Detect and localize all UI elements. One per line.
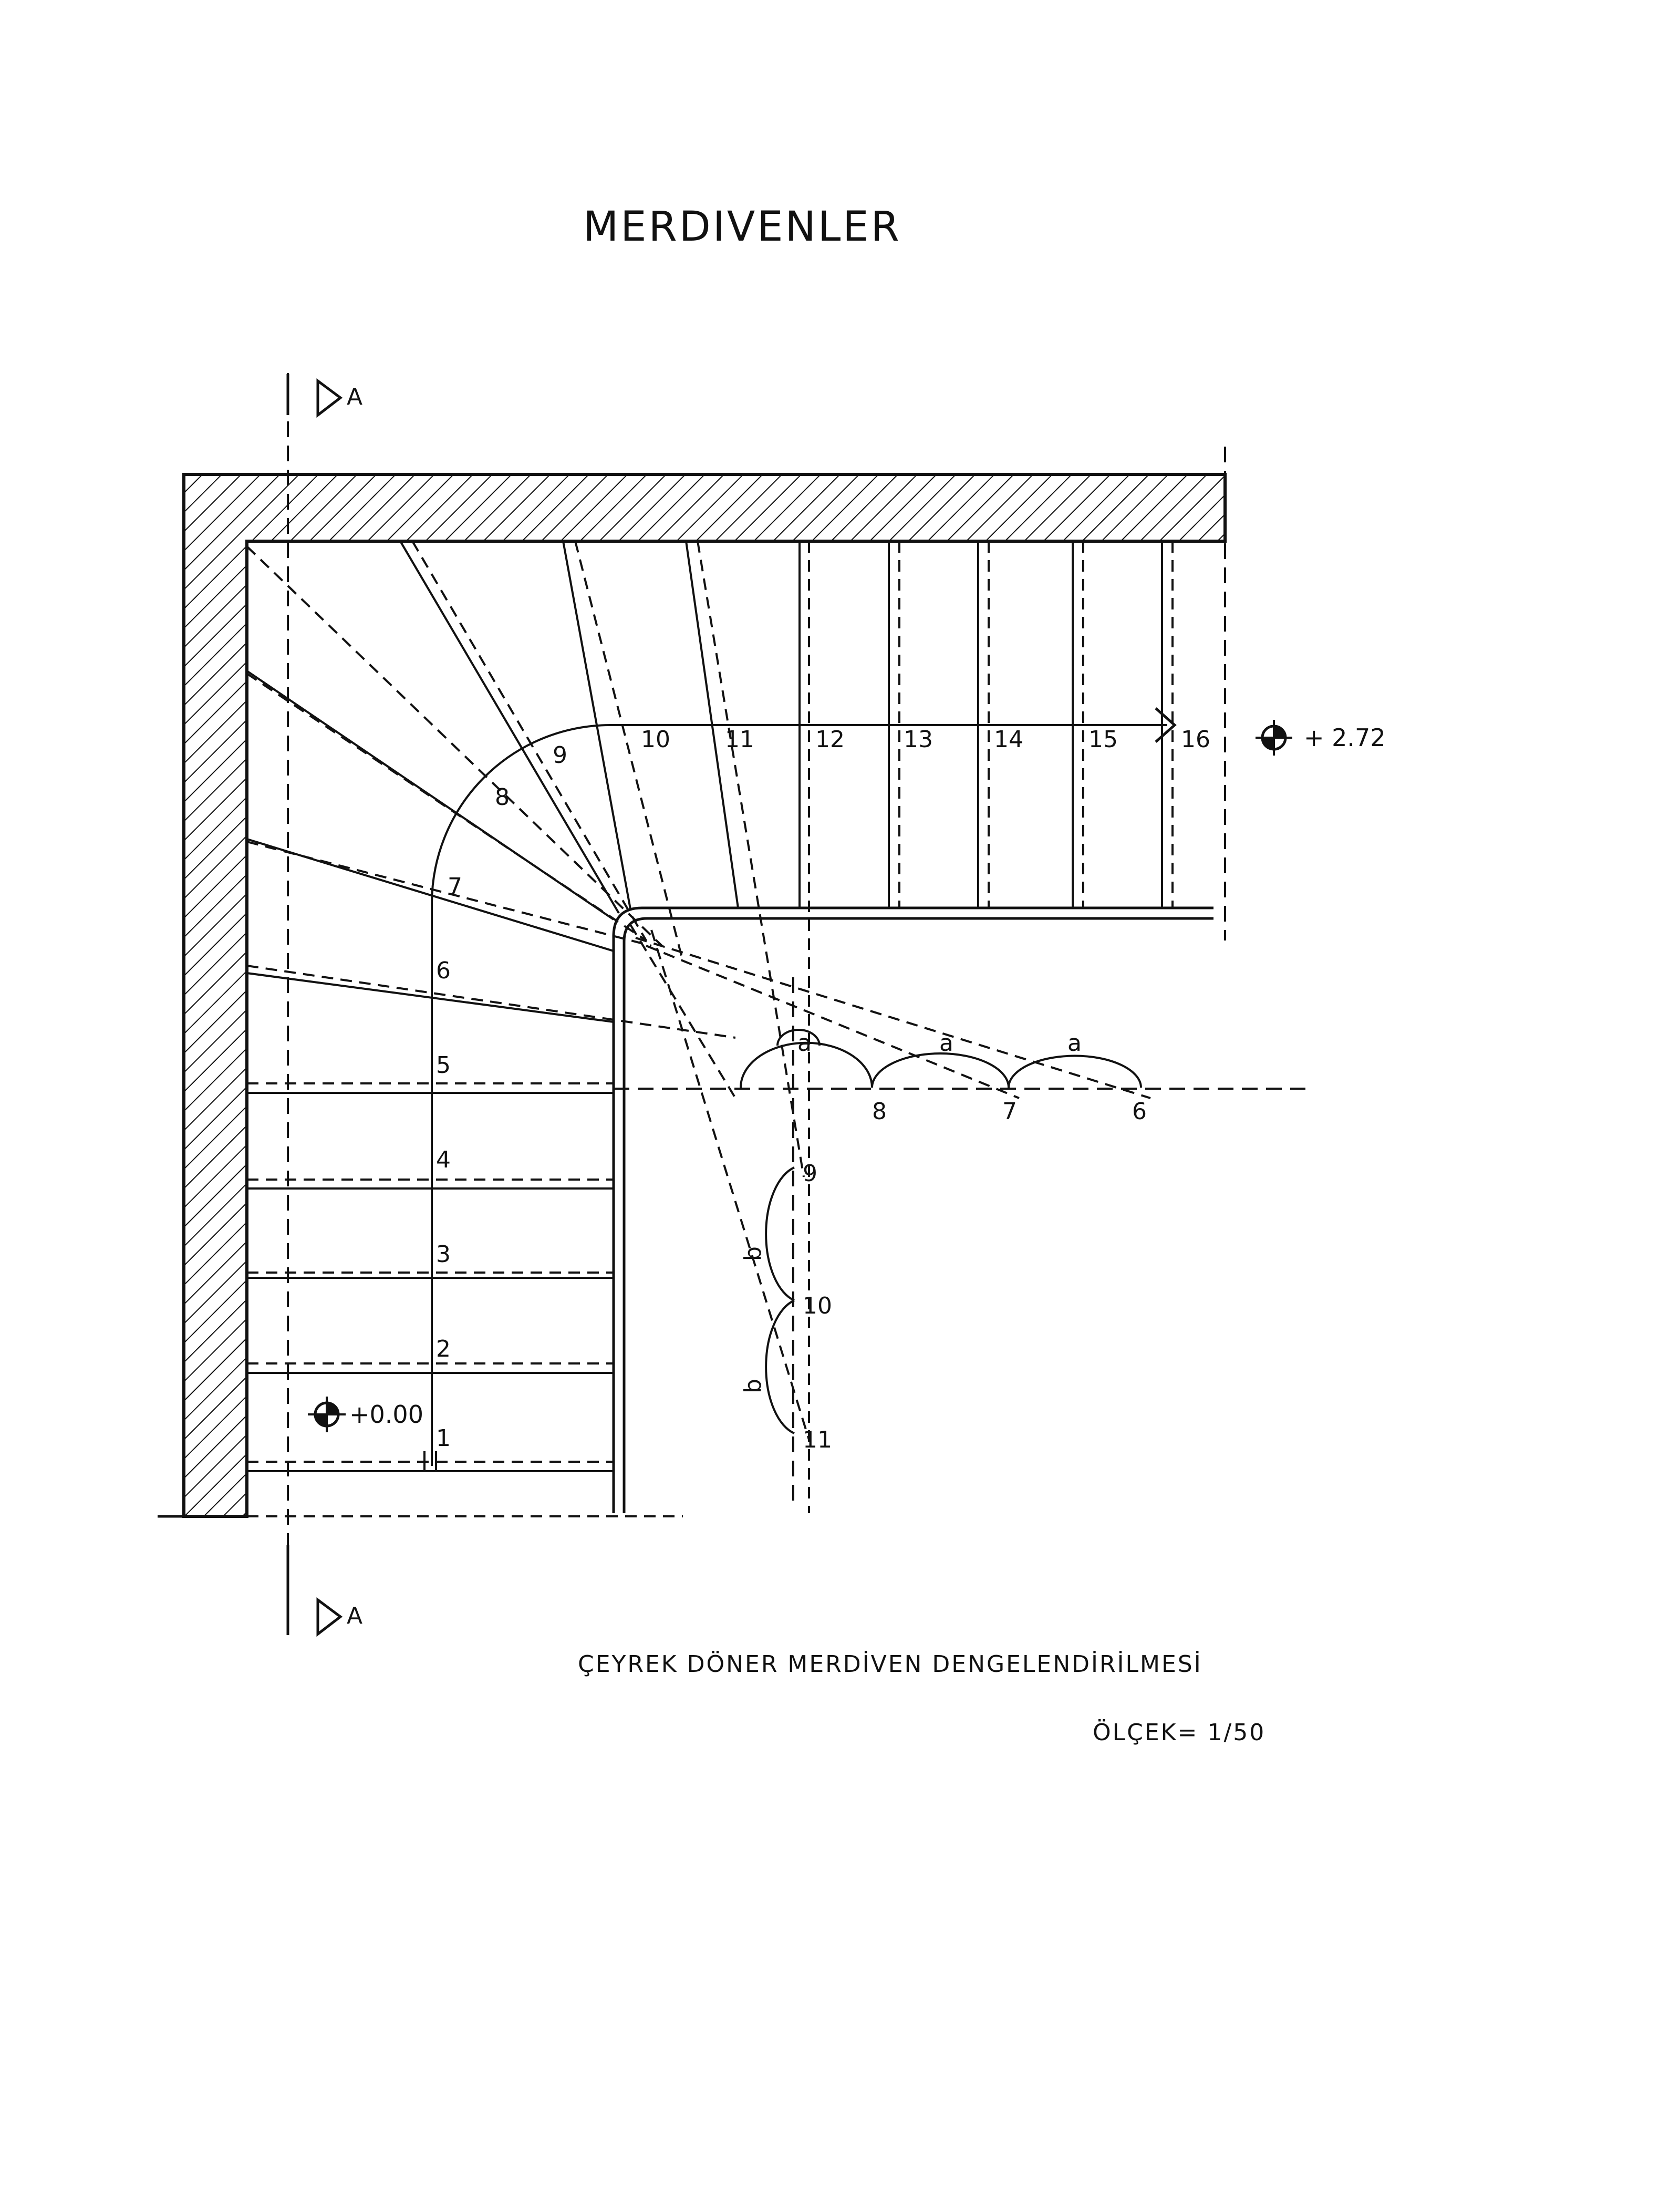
arc-a-2 bbox=[871, 1052, 1010, 1088]
upper-flight-treads bbox=[798, 541, 1174, 1513]
step-number-11: 11 bbox=[725, 726, 754, 753]
arc-label-b-2: b bbox=[740, 1379, 766, 1393]
level-value-top: + 2.72 bbox=[1304, 723, 1386, 752]
step-number-6: 6 bbox=[436, 957, 451, 984]
step-number-5: 5 bbox=[436, 1052, 451, 1079]
arc-a-3 bbox=[1008, 1055, 1142, 1088]
arc-b-2 bbox=[765, 1299, 795, 1434]
section-label-bottom: A bbox=[347, 1603, 362, 1629]
mark-7: 7 bbox=[1002, 1098, 1017, 1125]
walking-line bbox=[423, 707, 1177, 1471]
section-arrow-top bbox=[316, 378, 343, 418]
winder-line-4-dashed bbox=[411, 540, 647, 942]
drawing-scale: ÖLÇEK= 1/50 bbox=[1093, 1719, 1266, 1746]
mark-9: 9 bbox=[803, 1160, 817, 1187]
step-number-2: 2 bbox=[436, 1336, 451, 1362]
arc-b-1 bbox=[765, 1166, 795, 1301]
arc-label-b-1: b bbox=[740, 1246, 766, 1261]
winder-line-1-dashed bbox=[246, 965, 736, 1039]
level-marker-top: + 2.72 bbox=[1256, 720, 1386, 756]
winder-line-4 bbox=[399, 540, 620, 914]
level-value-bottom: +0.00 bbox=[349, 1400, 423, 1429]
winder-line-6-dashed bbox=[697, 541, 805, 1177]
arc-label-a-2: a bbox=[939, 1030, 953, 1057]
stringer-inner bbox=[623, 917, 1213, 1513]
mark-10: 10 bbox=[803, 1293, 832, 1319]
step-number-1: 1 bbox=[436, 1425, 451, 1452]
winder-diag-dashed bbox=[246, 545, 663, 947]
winder-line-1 bbox=[246, 972, 614, 1023]
mark-11: 11 bbox=[803, 1427, 832, 1453]
walking-line-arc bbox=[431, 724, 611, 904]
construction-diag-4 bbox=[635, 937, 1151, 1099]
arc-a-1 bbox=[740, 1041, 873, 1088]
walking-line-arrow bbox=[1155, 707, 1177, 743]
mark-8: 8 bbox=[872, 1098, 887, 1125]
arc-top bbox=[776, 1029, 821, 1046]
arc-label-a-3: a bbox=[1067, 1030, 1082, 1057]
step-number-7: 7 bbox=[448, 873, 462, 900]
straight-flight-treads bbox=[247, 1082, 614, 1472]
step-number-13: 13 bbox=[904, 726, 933, 753]
step-number-12: 12 bbox=[815, 726, 845, 753]
step-number-8: 8 bbox=[495, 784, 510, 811]
step-number-15: 15 bbox=[1088, 726, 1118, 753]
inner-stringer bbox=[612, 447, 1226, 1513]
construction-diag-1 bbox=[629, 924, 737, 1099]
winder-line-2-dashed bbox=[246, 841, 652, 947]
arc-label-a-1: a bbox=[797, 1030, 812, 1057]
page-title: MERDIVENLER bbox=[583, 203, 901, 251]
step-number-10: 10 bbox=[641, 726, 670, 753]
winder-treads bbox=[246, 540, 1151, 1440]
drawing-caption: ÇEYREK DÖNER MERDİVEN DENGELENDİRİLMESİ bbox=[578, 1650, 1202, 1678]
winder-line-3-dashed bbox=[246, 673, 647, 942]
section-arrow-bottom bbox=[316, 1597, 343, 1637]
construction-diag-2 bbox=[650, 929, 810, 1440]
balancing-construction: a a a b b 8 7 6 9 10 11 bbox=[614, 977, 1305, 1503]
wall-hatch bbox=[182, 473, 1227, 1518]
step-numbers: 1 2 3 4 5 6 7 8 9 10 11 12 13 14 15 16 bbox=[436, 726, 1210, 1452]
section-label-top: A bbox=[347, 384, 362, 410]
stringer-outer bbox=[612, 906, 1213, 1513]
step-number-3: 3 bbox=[436, 1241, 451, 1268]
step-number-16: 16 bbox=[1181, 726, 1210, 753]
winder-line-3 bbox=[246, 670, 615, 921]
mark-6: 6 bbox=[1132, 1098, 1147, 1125]
winder-line-5-dashed bbox=[574, 541, 684, 962]
step-number-9: 9 bbox=[553, 742, 567, 769]
construction-diag-3 bbox=[646, 945, 1020, 1099]
walls bbox=[158, 473, 1227, 1518]
level-marker-bottom: +0.00 bbox=[308, 1397, 423, 1432]
step-number-14: 14 bbox=[994, 726, 1023, 753]
step-number-4: 4 bbox=[436, 1146, 451, 1173]
section-cut: A A bbox=[286, 373, 362, 1637]
